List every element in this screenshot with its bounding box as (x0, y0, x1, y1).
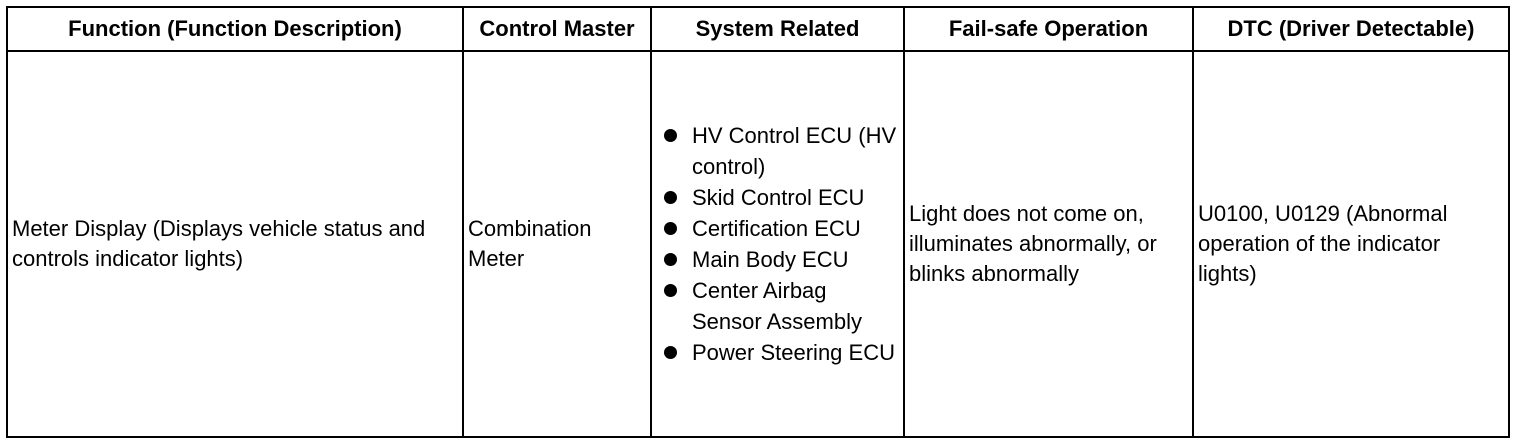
cell-failsafe-operation: Light does not come on, illuminates abno… (903, 50, 1194, 438)
list-item: HV Control ECU (HV control) (652, 120, 897, 182)
cell-control-master: Combination Meter (462, 50, 652, 438)
bullet-icon (664, 222, 677, 235)
bullet-icon (664, 346, 677, 359)
list-item: Power Steering ECU (652, 337, 897, 368)
bullet-icon (664, 129, 677, 142)
list-item: Center Airbag Sensor Assembly (652, 275, 897, 337)
header-control-master: Control Master (462, 6, 652, 52)
system-item-label: HV Control ECU (HV control) (692, 123, 897, 179)
system-item-label: Power Steering ECU (692, 340, 895, 365)
header-failsafe-operation: Fail-safe Operation (903, 6, 1194, 52)
list-item: Certification ECU (652, 213, 897, 244)
list-item: Skid Control ECU (652, 182, 897, 213)
table-row: Meter Display (Displays vehicle status a… (6, 50, 1510, 438)
table-header-row: Function (Function Description) Control … (6, 6, 1510, 52)
system-item-label: Center Airbag Sensor Assembly (692, 278, 862, 334)
system-related-list: HV Control ECU (HV control) Skid Control… (652, 120, 897, 368)
system-item-label: Main Body ECU (692, 247, 849, 272)
function-table: Function (Function Description) Control … (6, 6, 1510, 438)
cell-system-related: HV Control ECU (HV control) Skid Control… (650, 50, 905, 438)
bullet-icon (664, 284, 677, 297)
system-item-label: Skid Control ECU (692, 185, 865, 210)
bullet-icon (664, 253, 677, 266)
header-function: Function (Function Description) (6, 6, 464, 52)
bullet-icon (664, 191, 677, 204)
function-table-container: Function (Function Description) Control … (6, 6, 1510, 438)
header-system-related: System Related (650, 6, 905, 52)
cell-function: Meter Display (Displays vehicle status a… (6, 50, 464, 438)
system-item-label: Certification ECU (692, 216, 861, 241)
cell-dtc: U0100, U0129 (Abnormal operation of the … (1192, 50, 1510, 438)
header-dtc: DTC (Driver Detectable) (1192, 6, 1510, 52)
list-item: Main Body ECU (652, 244, 897, 275)
